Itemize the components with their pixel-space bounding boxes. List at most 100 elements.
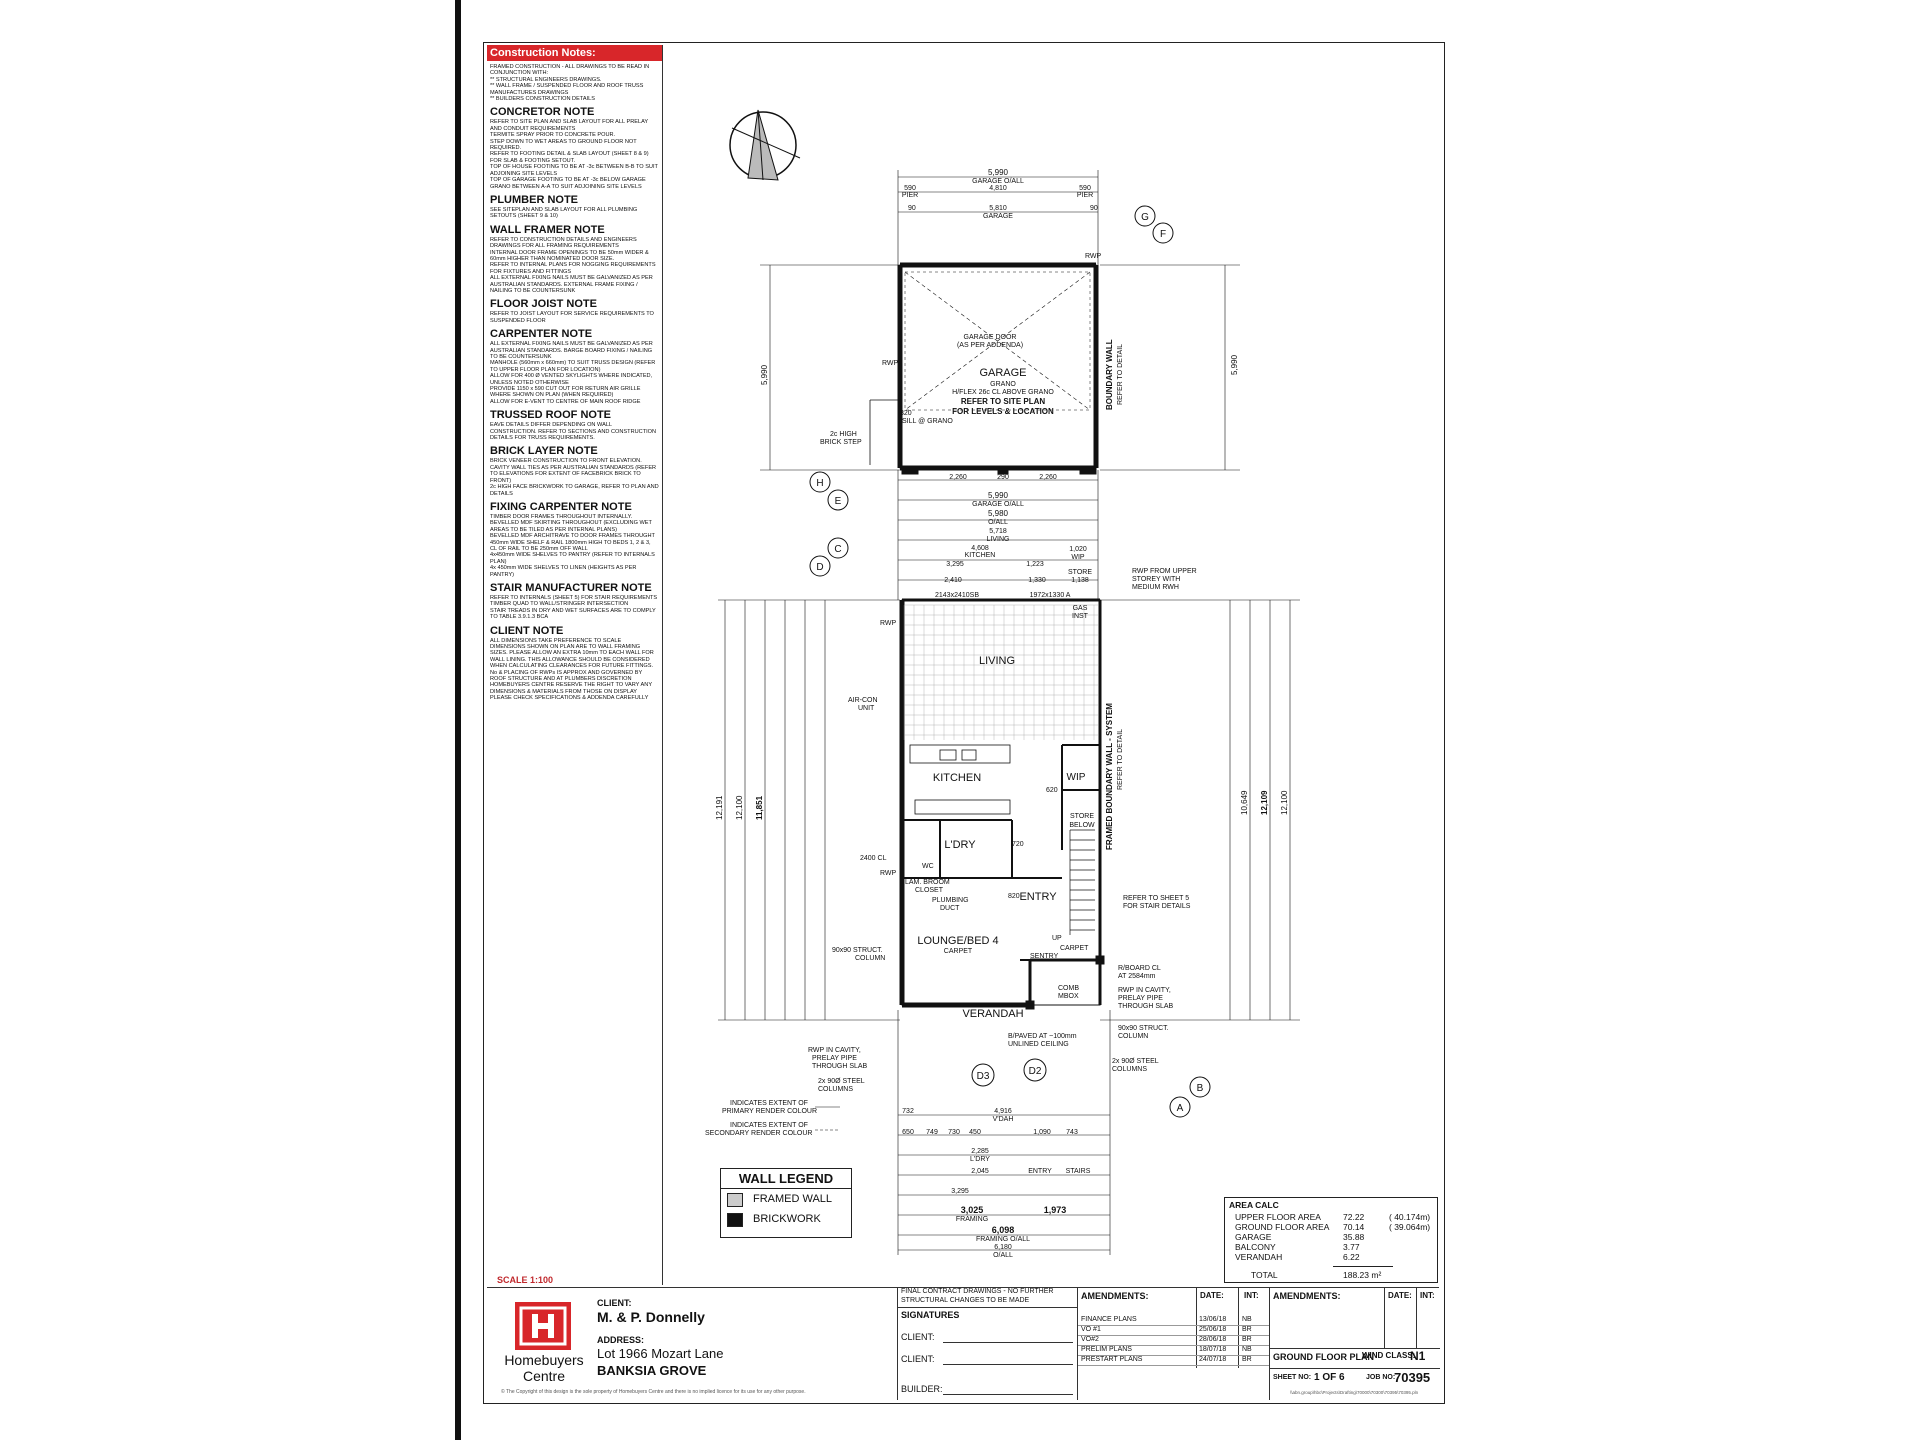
up-label: UP [1052,935,1062,942]
grid-d3: D3 [977,1071,990,1082]
dim-store-label: STORE [1068,569,1092,576]
dim-oall-label: O/ALL [988,519,1008,526]
amendment-int: NB [1242,1316,1252,1323]
area-value: 3.77 [1343,1242,1360,1252]
dim-720: 720 [1012,841,1024,848]
grid-h: H [816,478,823,489]
dim-1020: 1,020 [1069,546,1087,553]
bpaved-2: UNLINED CEILING [1008,1041,1069,1048]
dim-entry-label: ENTRY [1028,1168,1052,1175]
dim-garage-mid: 4,810 [989,185,1007,192]
amendments-int-header: INT: [1244,1291,1259,1300]
secondary-render-2: SECONDARY RENDER COLOUR [705,1130,813,1137]
company-line-2: Centre [522,1368,566,1384]
dim-743: 743 [1066,1129,1078,1136]
garage-ref2: FOR LEVELS & LOCATION [952,407,1054,416]
area-value: 35.88 [1343,1232,1365,1242]
rboard-2: AT 2584mm [1118,973,1156,980]
room-ldry: L'DRY [944,839,976,851]
gas-label: GAS [1073,605,1088,612]
logo-h-icon [515,1302,571,1350]
notes-header: Construction Notes: [487,45,662,61]
company-logo: Homebuyers Centre [495,1296,593,1392]
comb-label: COMB [1058,985,1079,992]
closet-label: CLOSET [915,887,944,894]
scale-label: SCALE 1:100 [497,1275,554,1285]
struct-right-1: 90x90 STRUCT. [1118,1025,1169,1032]
dim-ldry-label: L'DRY [970,1156,990,1163]
garage-door-label: GARAGE DOOR [964,334,1017,341]
company-line-1: Homebuyers [504,1352,584,1368]
boundary-refer: REFER TO DETAIL [1117,344,1124,405]
client-signature-line-2 [943,1364,1073,1365]
dim-garage-label: GARAGE [983,213,1013,220]
wall-legend: WALL LEGEND FRAMED WALL BRICKWORK [720,1168,852,1238]
inst-label: INST [1072,613,1089,620]
dim-stairs-label: STAIRS [1066,1168,1091,1175]
grid-b: B [1197,1083,1204,1094]
amendment-desc: FINANCE PLANS [1081,1316,1137,1323]
sheet-label: SHEET NO: [1273,1374,1312,1381]
notes-section-title: FLOOR JOIST NOTE [490,298,597,311]
grid-e: E [835,496,842,507]
final-note-1: FINAL CONTRACT DRAWINGS - NO FURTHER [901,1288,1054,1295]
area-total-row: TOTAL 188.23 m² [1231,1270,1431,1280]
address-label: ADDRESS: [597,1335,645,1345]
dim-vdah-label: V'DAH [993,1116,1014,1123]
rwp-upper-3: MEDIUM RWH [1132,584,1179,591]
dim-pier-left: 590 [904,185,916,192]
dim-pier-left-label: PIER [902,192,918,199]
dim-wip-label: WIP [1071,554,1085,561]
dim-2260-left: 2,260 [949,474,967,481]
signatures-section: FINAL CONTRACT DRAWINGS - NO FURTHER STR… [897,1288,1078,1400]
house-walls [899,598,1105,1010]
primary-render-2: PRIMARY RENDER COLOUR [722,1108,817,1115]
steel-left-2: COLUMNS [818,1086,853,1093]
dim-749: 749 [926,1129,938,1136]
dim-garage-int: 5,810 [989,205,1007,212]
sill-dim: 820 [900,410,912,417]
rwp-garage: RWP [1085,253,1102,260]
dim-3295: 3,295 [946,561,964,568]
legend-row-framed: FRAMED WALL [721,1189,851,1209]
address-line-2: BANKSIA GROVE [597,1363,707,1378]
dim-1090: 1,090 [1033,1129,1051,1136]
dim-1138: 1,138 [1071,577,1089,584]
amendments-int-header-2: INT: [1420,1291,1435,1300]
title-block: Homebuyers Centre CLIENT: M. & P. Donnel… [487,1287,1440,1400]
area-total-value: 188.23 m² [1343,1270,1382,1280]
client-name: M. & P. Donnelly [597,1309,705,1325]
area-label: BALCONY [1235,1242,1276,1252]
plumbing-label: PLUMBING [932,897,969,904]
amendment-date: 13/06/18 [1199,1316,1227,1323]
final-note-2: STRUCTURAL CHANGES TO BE MADE [901,1297,1030,1304]
amendment-date: 25/06/18 [1199,1326,1227,1333]
struct-left-2: COLUMN [855,955,885,962]
dim-left-12100: 12,100 [735,795,744,820]
amendment-int: NB [1242,1346,1252,1353]
dim-290: 290 [997,474,1009,481]
amendment-desc: VO#2 [1081,1336,1099,1343]
notes-section-text: BRICK VENEER CONSTRUCTION TO FRONT ELEVA… [490,458,659,497]
amendments-section-2: AMENDMENTS: DATE: INT: GROUND FLOOR PLAN… [1269,1288,1440,1400]
amendment-int: BR [1242,1356,1252,1363]
grid-bubbles [809,205,1211,1118]
dim-right-12109: 12,109 [1260,790,1269,815]
construction-notes-panel: Construction Notes: FRAMED CONSTRUCTION … [487,45,663,1285]
carpet-entry-label: CARPET [1060,945,1089,952]
grid-c: C [834,544,841,555]
cavity-right-2: PRELAY PIPE [1118,995,1163,1002]
cavity-left-3: THROUGH SLAB [812,1063,868,1070]
wc-label: WC [922,863,934,870]
dim-pier-right: 590 [1079,185,1091,192]
dim-garage-oall-label: GARAGE O/ALL [972,178,1024,185]
dimension-lines [718,170,1300,1255]
duct-label: DUCT [940,905,960,912]
aircon-label: AIR-CON [848,697,878,704]
framed-refer: REFER TO DETAIL [1117,729,1124,790]
